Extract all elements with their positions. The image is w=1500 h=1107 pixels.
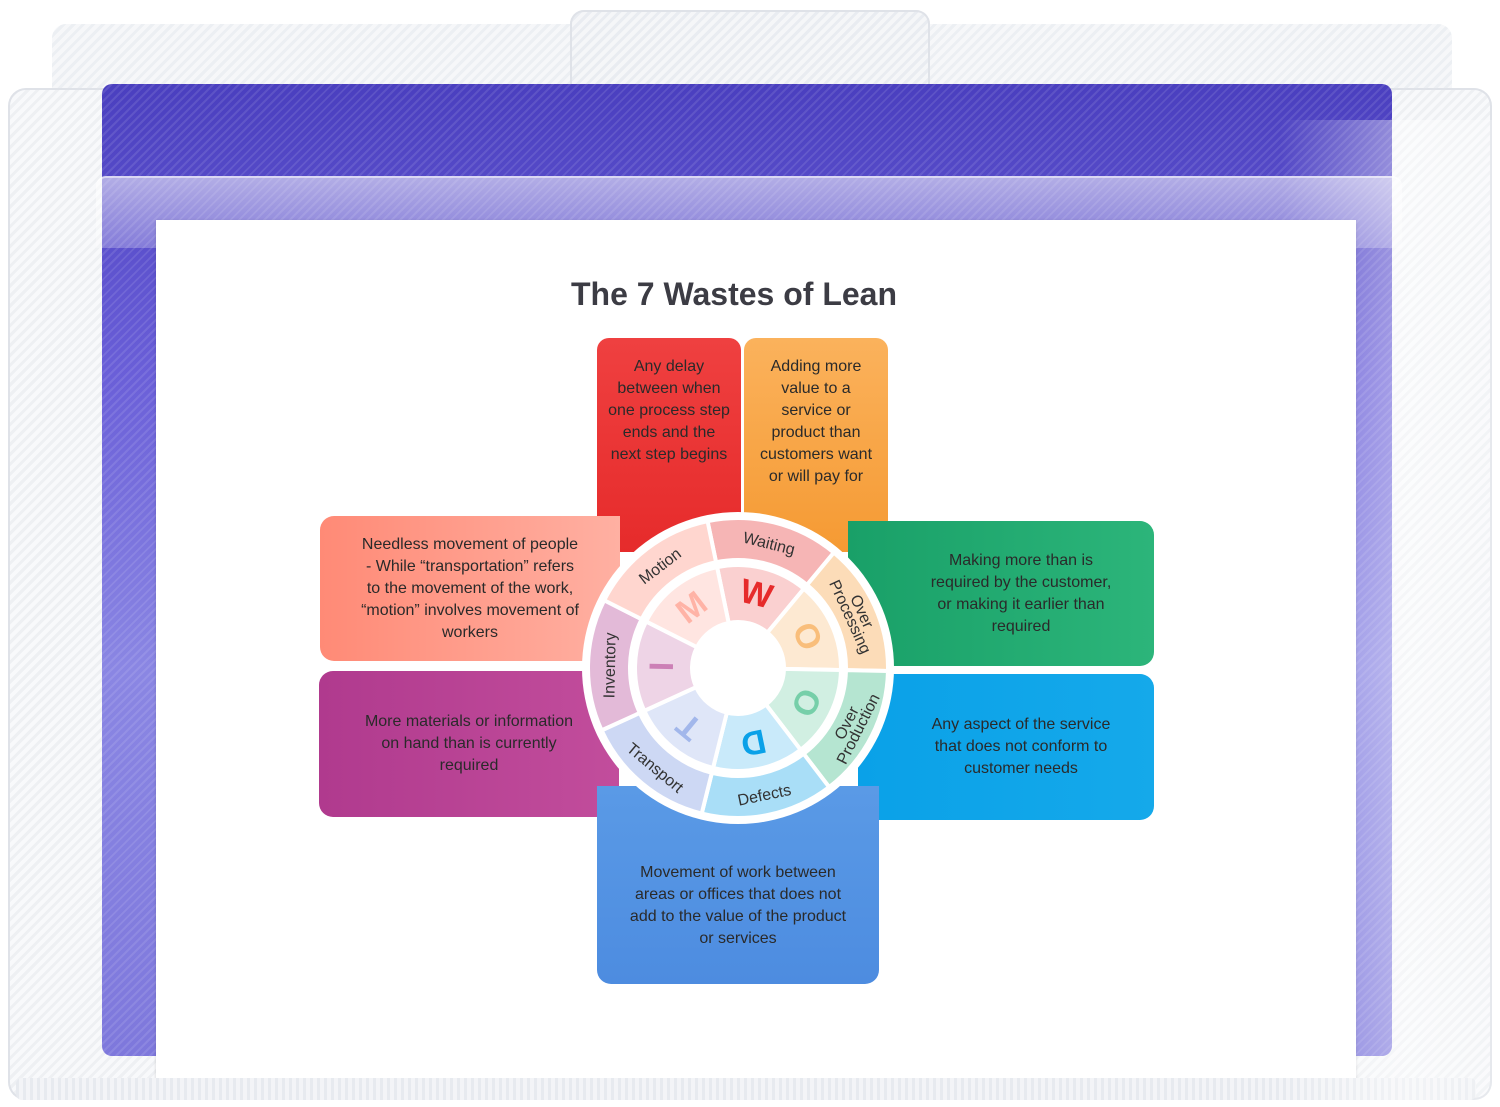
card-defects-text: Any aspect of the service that does not … (931, 716, 1111, 777)
card-over-processing-text: Adding more value to a service or produc… (759, 358, 873, 485)
wheel-sector-motion (643, 564, 732, 650)
card-transport-text: Movement of work between areas or office… (629, 864, 847, 947)
card-motion-text: Needless movement of people - While “tra… (361, 535, 579, 641)
card-inventory: More materials or information on hand th… (319, 671, 619, 817)
card-over-production-text: Making more than is required by the cust… (930, 551, 1112, 635)
wheel-center (695, 625, 781, 711)
poster-title: The 7 Wastes of Lean (571, 276, 897, 312)
wheel-ring-motion (601, 518, 719, 622)
card-over-production: Making more than is required by the cust… (848, 521, 1154, 666)
card-waiting-text: Any delay between when one process step … (608, 358, 730, 463)
card-motion: Needless movement of people - While “tra… (320, 516, 620, 661)
wheel-letter-inventory: I (643, 661, 681, 671)
card-inventory-text: More materials or information on hand th… (364, 713, 574, 774)
clear-folder-bottom-edge (16, 1078, 1476, 1100)
wheel-label-inventory: Inventory (601, 632, 619, 698)
card-defects: Any aspect of the service that does not … (858, 674, 1154, 820)
